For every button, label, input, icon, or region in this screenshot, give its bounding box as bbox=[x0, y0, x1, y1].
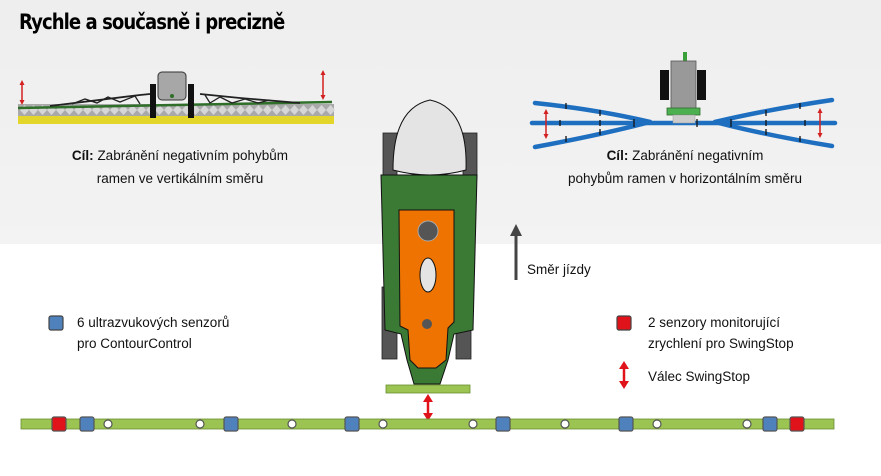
ultrasonic-sensor-icon bbox=[223, 416, 239, 432]
crop-diamond bbox=[299, 105, 308, 115]
horizontal-arrow-left-icon bbox=[543, 109, 549, 139]
boom-right-lower bbox=[712, 119, 835, 149]
truss-right bbox=[199, 93, 301, 104]
vertical-arrow-left-icon bbox=[19, 80, 25, 105]
legend-line2: pro ContourControl bbox=[77, 336, 192, 351]
boom-joint bbox=[378, 419, 388, 429]
caption-horizontal: Cíl: Zabránění negativním pohybům ramen … bbox=[535, 144, 835, 190]
truss-left bbox=[49, 93, 151, 107]
legend-red-sensor-icon bbox=[616, 315, 632, 331]
caption-goal-label: Cíl: bbox=[606, 148, 629, 163]
crop-diamond bbox=[137, 105, 146, 115]
caption-vertical: Cíl: Zabránění negativním pohybům ramen … bbox=[30, 144, 330, 190]
boom-joint bbox=[560, 419, 570, 429]
crop-diamond bbox=[290, 105, 299, 115]
tractor-cab bbox=[392, 99, 467, 176]
crop-diamond bbox=[173, 105, 182, 115]
wheel-right bbox=[697, 70, 706, 100]
boom-joint bbox=[287, 419, 297, 429]
crop-diamond bbox=[281, 105, 290, 115]
crop-diamond bbox=[308, 105, 317, 115]
boom-joint bbox=[468, 419, 478, 429]
legend-swingstop-arrow-icon bbox=[619, 361, 629, 389]
wheel-right bbox=[188, 84, 194, 118]
crop-diamond bbox=[200, 105, 209, 115]
legend-red-sensor: 2 senzory monitorující zrychlení pro Swi… bbox=[648, 312, 794, 354]
crop-diamond bbox=[209, 105, 218, 115]
crop-diamond bbox=[326, 105, 335, 115]
caption-line1: Zabránění negativním bbox=[632, 148, 764, 163]
boom-right-upper bbox=[712, 97, 835, 125]
boom-line bbox=[17, 100, 333, 110]
crop-diamond bbox=[164, 105, 173, 115]
tank bbox=[157, 71, 187, 101]
center-boom-section bbox=[385, 384, 471, 394]
legend-blue-sensor: 6 ultrazvukových senzorů pro ContourCont… bbox=[77, 312, 229, 354]
direction-label: Směr jízdy bbox=[527, 262, 591, 277]
crop-diamond bbox=[245, 105, 254, 115]
caption-line2: ramen ve vertikálním směru bbox=[96, 171, 264, 186]
crop-diamond bbox=[110, 105, 119, 115]
ground-strip bbox=[18, 116, 334, 124]
direction-arrow-icon bbox=[510, 224, 522, 280]
ultrasonic-sensor-icon bbox=[79, 416, 95, 432]
legend-line1: Válec SwingStop bbox=[648, 369, 751, 384]
crop-diamond bbox=[218, 105, 227, 115]
legend-line1: 2 senzory monitorující bbox=[648, 315, 781, 330]
wheel-left bbox=[150, 84, 156, 118]
boom-left-upper bbox=[532, 100, 653, 125]
caption-line2: pohybům ramen v horizontálním směru bbox=[567, 171, 803, 186]
boom-bar-body bbox=[20, 418, 835, 430]
ultrasonic-sensor-icon bbox=[762, 416, 778, 432]
page-title: Rychle a současně i precizně bbox=[19, 10, 285, 34]
crop-diamond bbox=[263, 105, 272, 115]
legend-blue-sensor-icon bbox=[48, 315, 64, 331]
caption-line1: Zabránění negativním pohybům bbox=[97, 148, 289, 163]
crop-diamond bbox=[128, 105, 137, 115]
crop-diamond bbox=[236, 105, 245, 115]
wheel-left bbox=[660, 70, 669, 100]
crop-diamond bbox=[317, 105, 326, 115]
horizontal-arrow-right-icon bbox=[817, 108, 823, 138]
boom-joint bbox=[195, 419, 205, 429]
swingstop-cylinder-arrow-icon bbox=[423, 394, 433, 421]
ultrasonic-sensor-icon bbox=[344, 416, 360, 432]
boom-joint bbox=[742, 419, 752, 429]
boom-joint bbox=[652, 419, 662, 429]
crop-diamond bbox=[272, 105, 281, 115]
boom-joint bbox=[103, 419, 113, 429]
horizontal-boom-illustration bbox=[529, 52, 838, 150]
crop-diamond bbox=[227, 105, 236, 115]
ultrasonic-sensor-icon bbox=[495, 416, 511, 432]
sprayer-top-view bbox=[380, 99, 478, 394]
crop-diamond bbox=[254, 105, 263, 115]
crop-diamond bbox=[155, 105, 164, 115]
swingstop-sensor-icon bbox=[51, 416, 67, 432]
crop-diamond bbox=[119, 105, 128, 115]
boom-bar bbox=[20, 416, 835, 432]
vertical-arrow-right-icon bbox=[320, 70, 326, 100]
tractor-body bbox=[670, 60, 697, 112]
ultrasonic-sensor-icon bbox=[618, 416, 634, 432]
legend-line2: zrychlení pro SwingStop bbox=[648, 336, 794, 351]
swingstop-sensor-icon bbox=[789, 416, 805, 432]
caption-goal-label: Cíl: bbox=[71, 148, 94, 163]
vertical-boom-illustration bbox=[17, 70, 335, 124]
legend-line1: 6 ultrazvukových senzorů bbox=[77, 315, 230, 330]
legend-swingstop-cylinder: Válec SwingStop bbox=[648, 366, 750, 387]
